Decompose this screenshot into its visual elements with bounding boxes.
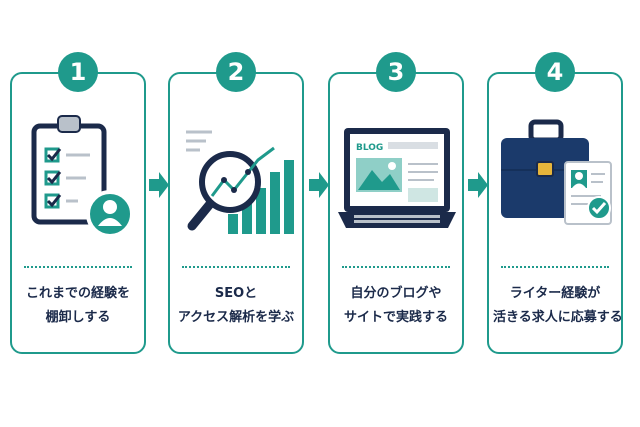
step-number-badge: 4 — [535, 52, 575, 92]
step-label-line-1: SEOと — [214, 286, 258, 301]
arrow-right-icon — [309, 172, 329, 198]
step-label-line-2: 活きる求人に応募する — [493, 310, 623, 325]
step-label-line-2: アクセス解析を学ぶ — [177, 310, 295, 325]
divider — [501, 266, 609, 268]
step-number-badge: 3 — [376, 52, 416, 92]
laptop-blog-icon: BLOG — [338, 128, 456, 228]
arrow-right-icon — [149, 172, 169, 198]
divider — [182, 266, 290, 268]
step-label-line-1: これまでの経験を — [25, 286, 130, 301]
divider — [24, 266, 132, 268]
arrow-right-icon — [468, 172, 488, 198]
clipboard-checklist-icon — [31, 115, 134, 238]
step-label-line-1: 自分のブログや — [350, 286, 442, 301]
step-card-1: これまでの経験を 棚卸しする — [10, 72, 146, 354]
step-card-4: ライター経験が 活きる求人に応募する — [487, 72, 623, 354]
step-number-badge: 1 — [58, 52, 98, 92]
step-label-line-1: ライター経験が — [509, 286, 601, 301]
step-label-line-2: 棚卸しする — [45, 310, 111, 325]
divider — [342, 266, 450, 268]
blog-label: BLOG — [356, 143, 383, 153]
step-number-badge: 2 — [216, 52, 256, 92]
step-label: ライター経験が 活きる求人に応募する — [493, 282, 623, 330]
magnifier-growth-chart-icon — [186, 130, 294, 234]
briefcase-resume-icon — [501, 119, 612, 225]
step-label: 自分のブログや サイトで実践する — [334, 282, 458, 330]
step-label: これまでの経験を 棚卸しする — [16, 282, 140, 330]
step-card-3: BLOG 自分のブログや サイトで実践する — [328, 72, 464, 354]
step-label: SEOと アクセス解析を学ぶ — [174, 282, 298, 330]
step-card-2: SEOと アクセス解析を学ぶ — [168, 72, 304, 354]
step-label-line-2: サイトで実践する — [343, 310, 448, 325]
